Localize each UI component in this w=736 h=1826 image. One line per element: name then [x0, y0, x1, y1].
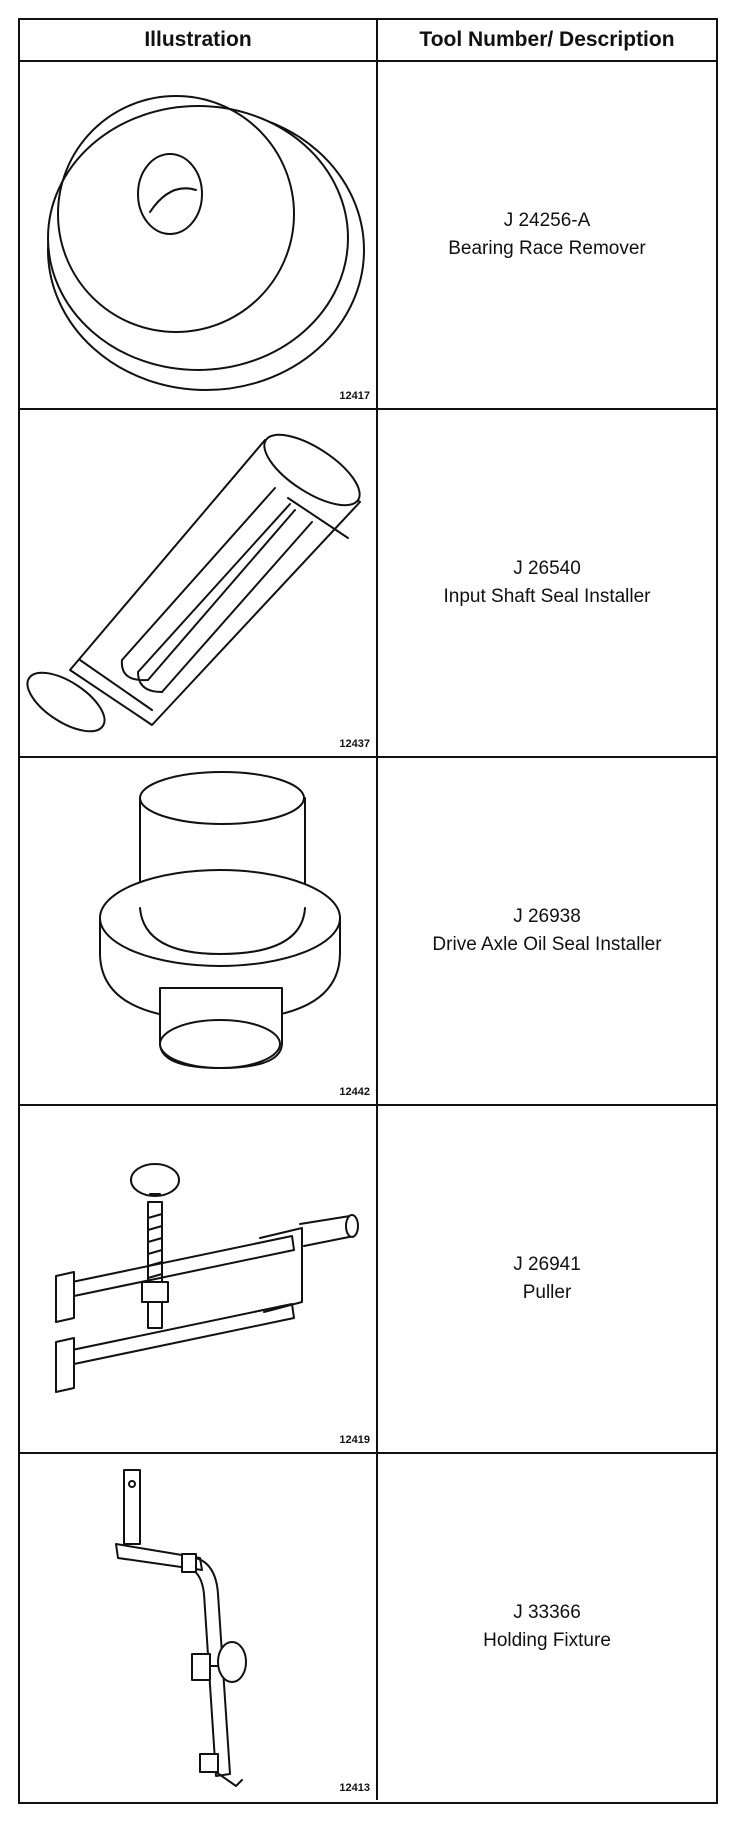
tool-number: J 26540 [513, 558, 581, 579]
illustration-cell: 12413 [20, 1454, 378, 1800]
tool-header: Tool Number/ Description [419, 28, 675, 51]
bearing-race-remover-illustration [47, 95, 365, 391]
illustration-cell: 12437 [20, 410, 378, 756]
description-cell: J 24256-A Bearing Race Remover [378, 62, 716, 408]
figure-number: 12417 [339, 390, 370, 402]
illustration-cell: 12417 [20, 62, 378, 408]
tool-description: Holding Fixture [483, 1630, 611, 1651]
tool-table: Illustration Tool Number/ Description 12… [18, 18, 718, 1804]
figure-number: 12442 [339, 1086, 370, 1098]
figure-number: 12413 [339, 1782, 370, 1794]
tool-number: J 26941 [513, 1254, 581, 1275]
tool-description: Drive Axle Oil Seal Installer [432, 934, 662, 955]
table-row: 12419 J 26941 Puller [20, 1106, 716, 1454]
drive-axle-oil-seal-installer-illustration [99, 771, 341, 1069]
tool-description: Input Shaft Seal Installer [443, 586, 651, 607]
tool-number: J 33366 [513, 1602, 581, 1623]
illustration-cell: 12419 [20, 1106, 378, 1452]
puller-illustration [55, 1163, 359, 1393]
tool-description: Bearing Race Remover [448, 238, 646, 259]
table-row: 12442 J 26938 Drive Axle Oil Seal Instal… [20, 758, 716, 1106]
figure-number: 12437 [339, 738, 370, 750]
illustration-cell: 12442 [20, 758, 378, 1104]
table-row: 12417 J 24256-A Bearing Race Remover [20, 62, 716, 410]
input-shaft-seal-installer-illustration [26, 433, 361, 733]
description-cell: J 33366 Holding Fixture [378, 1454, 716, 1800]
tool-description: Puller [522, 1282, 572, 1303]
tool-number: J 24256-A [503, 210, 591, 231]
table-row: 12413 J 33366 Holding Fixture [20, 1454, 716, 1800]
tool-number: J 26938 [513, 906, 581, 927]
figure-number: 12419 [339, 1434, 370, 1446]
holding-fixture-illustration [115, 1469, 247, 1787]
table-header: Illustration Tool Number/ Description [20, 20, 716, 62]
description-cell: J 26938 Drive Axle Oil Seal Installer [378, 758, 716, 1104]
table-row: 12437 J 26540 Input Shaft Seal Installer [20, 410, 716, 758]
illustration-header: Illustration [20, 20, 378, 60]
description-cell: J 26540 Input Shaft Seal Installer [378, 410, 716, 756]
description-cell: J 26941 Puller [378, 1106, 716, 1452]
